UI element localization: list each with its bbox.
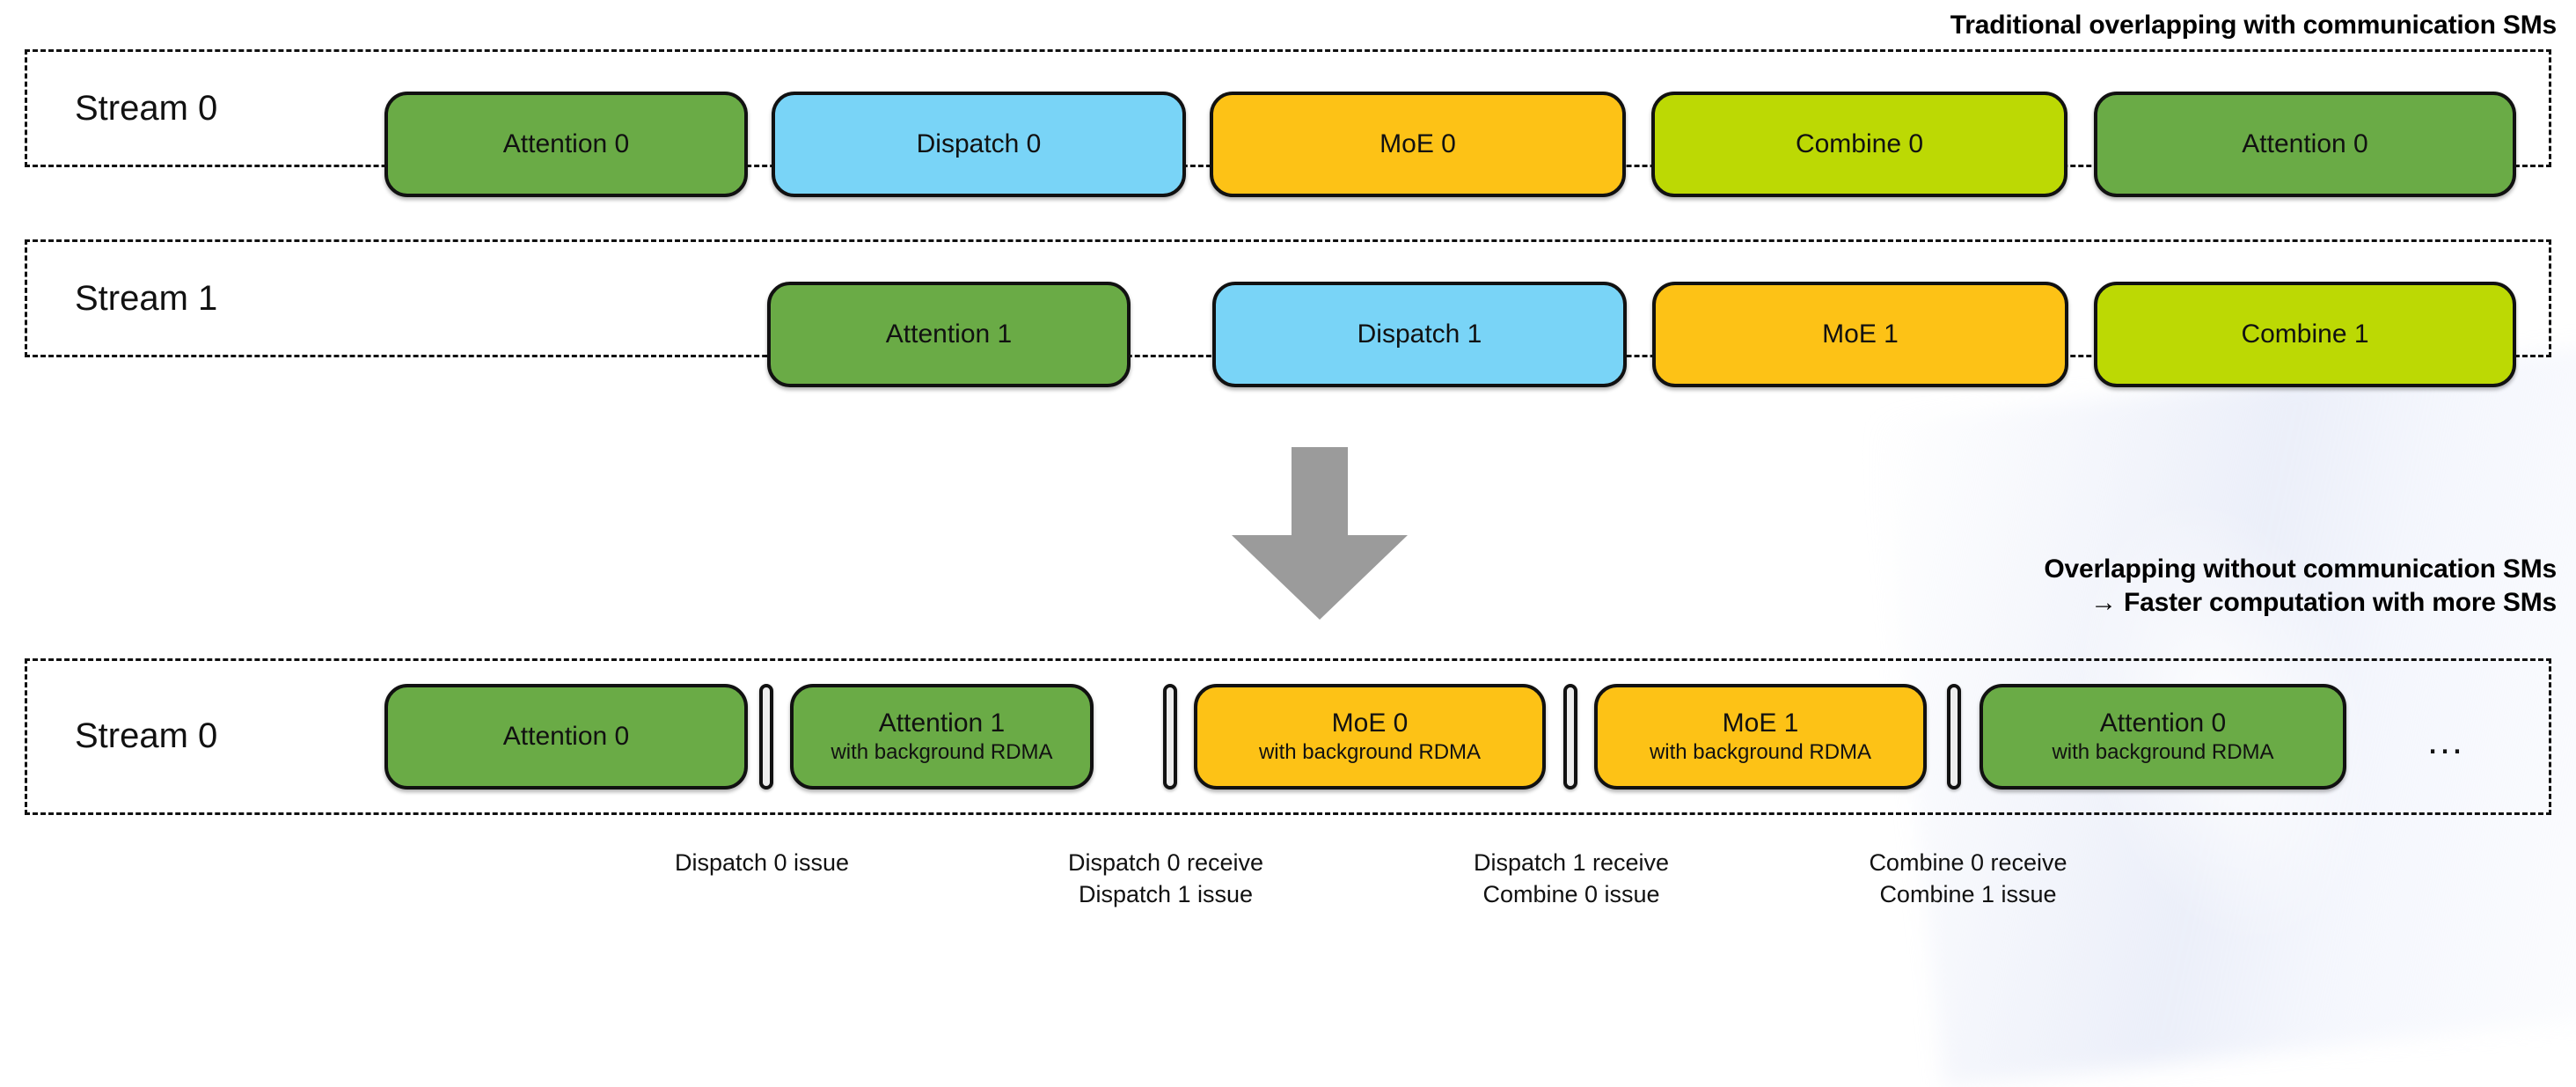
block-subtitle: with background RDMA: [1649, 739, 1872, 764]
top-section-heading: Traditional overlapping with communicati…: [1950, 11, 2557, 40]
caption-line-2: Dispatch 1 issue: [1078, 881, 1254, 908]
block-title: MoE 0: [1379, 129, 1456, 159]
separator-dispatch-0-receive: [1163, 684, 1177, 790]
block-title: Attention 1: [878, 709, 1006, 738]
block-title: Combine 1: [2241, 319, 2369, 349]
block-attention-0b-bottom[interactable]: Attention 0 with background RDMA: [1980, 684, 2346, 790]
lane-label-stream-0-bottom: Stream 0: [75, 716, 218, 755]
trailing-ellipsis: …: [2426, 719, 2467, 762]
block-dispatch-0-s0[interactable]: Dispatch 0: [772, 92, 1186, 197]
block-subtitle: with background RDMA: [831, 739, 1053, 764]
separator-dispatch-0-issue: [759, 684, 773, 790]
caption-line-1: Dispatch 0 receive: [1067, 849, 1264, 876]
block-moe-1-bottom[interactable]: MoE 1 with background RDMA: [1594, 684, 1927, 790]
caption-dispatch-0-issue: Dispatch 0 issue: [675, 847, 849, 878]
bottom-heading-line-1: Overlapping without communication SMs: [2044, 555, 2557, 584]
block-title: MoE 0: [1331, 709, 1409, 738]
block-moe-1-s1[interactable]: MoE 1: [1652, 282, 2068, 387]
caption-line-1: Dispatch 1 receive: [1473, 849, 1670, 876]
caption-line-1: Dispatch 0 issue: [674, 849, 850, 876]
lane-label-stream-1: Stream 1: [75, 279, 218, 318]
block-title: Attention 0: [502, 129, 630, 159]
block-title: Dispatch 0: [916, 129, 1042, 159]
block-dispatch-1-s1[interactable]: Dispatch 1: [1212, 282, 1627, 387]
block-combine-0-s0[interactable]: Combine 0: [1651, 92, 2067, 197]
block-attention-0-s0[interactable]: Attention 0: [384, 92, 748, 197]
block-attention-1-bottom[interactable]: Attention 1 with background RDMA: [790, 684, 1094, 790]
block-attention-0-bottom[interactable]: Attention 0: [384, 684, 748, 790]
caption-dispatch-0-receive: Dispatch 0 receive Dispatch 1 issue: [1068, 847, 1263, 910]
block-title: Dispatch 1: [1357, 319, 1482, 349]
block-combine-1-s1[interactable]: Combine 1: [2094, 282, 2516, 387]
block-title: Attention 0: [502, 722, 630, 752]
block-title: Attention 0: [2242, 129, 2368, 159]
bottom-heading-line-2: → Faster computation with more SMs: [2090, 588, 2557, 618]
caption-dispatch-1-receive: Dispatch 1 receive Combine 0 issue: [1474, 847, 1669, 910]
block-title: Combine 0: [1795, 129, 1924, 159]
block-subtitle: with background RDMA: [2052, 739, 2274, 764]
block-title: Attention 1: [885, 319, 1013, 349]
block-title: MoE 1: [1722, 709, 1799, 738]
separator-combine-0-receive: [1947, 684, 1961, 790]
block-moe-0-bottom[interactable]: MoE 0 with background RDMA: [1194, 684, 1546, 790]
diagram-canvas: Traditional overlapping with communicati…: [25, 11, 2576, 1087]
caption-line-1: Combine 0 receive: [1869, 849, 2067, 876]
block-title: MoE 1: [1822, 319, 1899, 349]
lane-label-stream-0-top: Stream 0: [75, 89, 218, 128]
block-attention-1-s1[interactable]: Attention 1: [767, 282, 1131, 387]
separator-dispatch-1-receive: [1563, 684, 1577, 790]
down-arrow-icon: [1232, 447, 1408, 620]
caption-line-2: Combine 1 issue: [1879, 881, 2057, 908]
caption-line-2: Combine 0 issue: [1482, 881, 1660, 908]
block-title: Attention 0: [2099, 709, 2227, 738]
caption-combine-0-receive: Combine 0 receive Combine 1 issue: [1869, 847, 2067, 910]
block-moe-0-s0[interactable]: MoE 0: [1210, 92, 1626, 197]
block-attention-0b-s0[interactable]: Attention 0: [2094, 92, 2516, 197]
bottom-section-heading: Overlapping without communication SMs → …: [2044, 553, 2557, 621]
block-subtitle: with background RDMA: [1258, 739, 1482, 764]
